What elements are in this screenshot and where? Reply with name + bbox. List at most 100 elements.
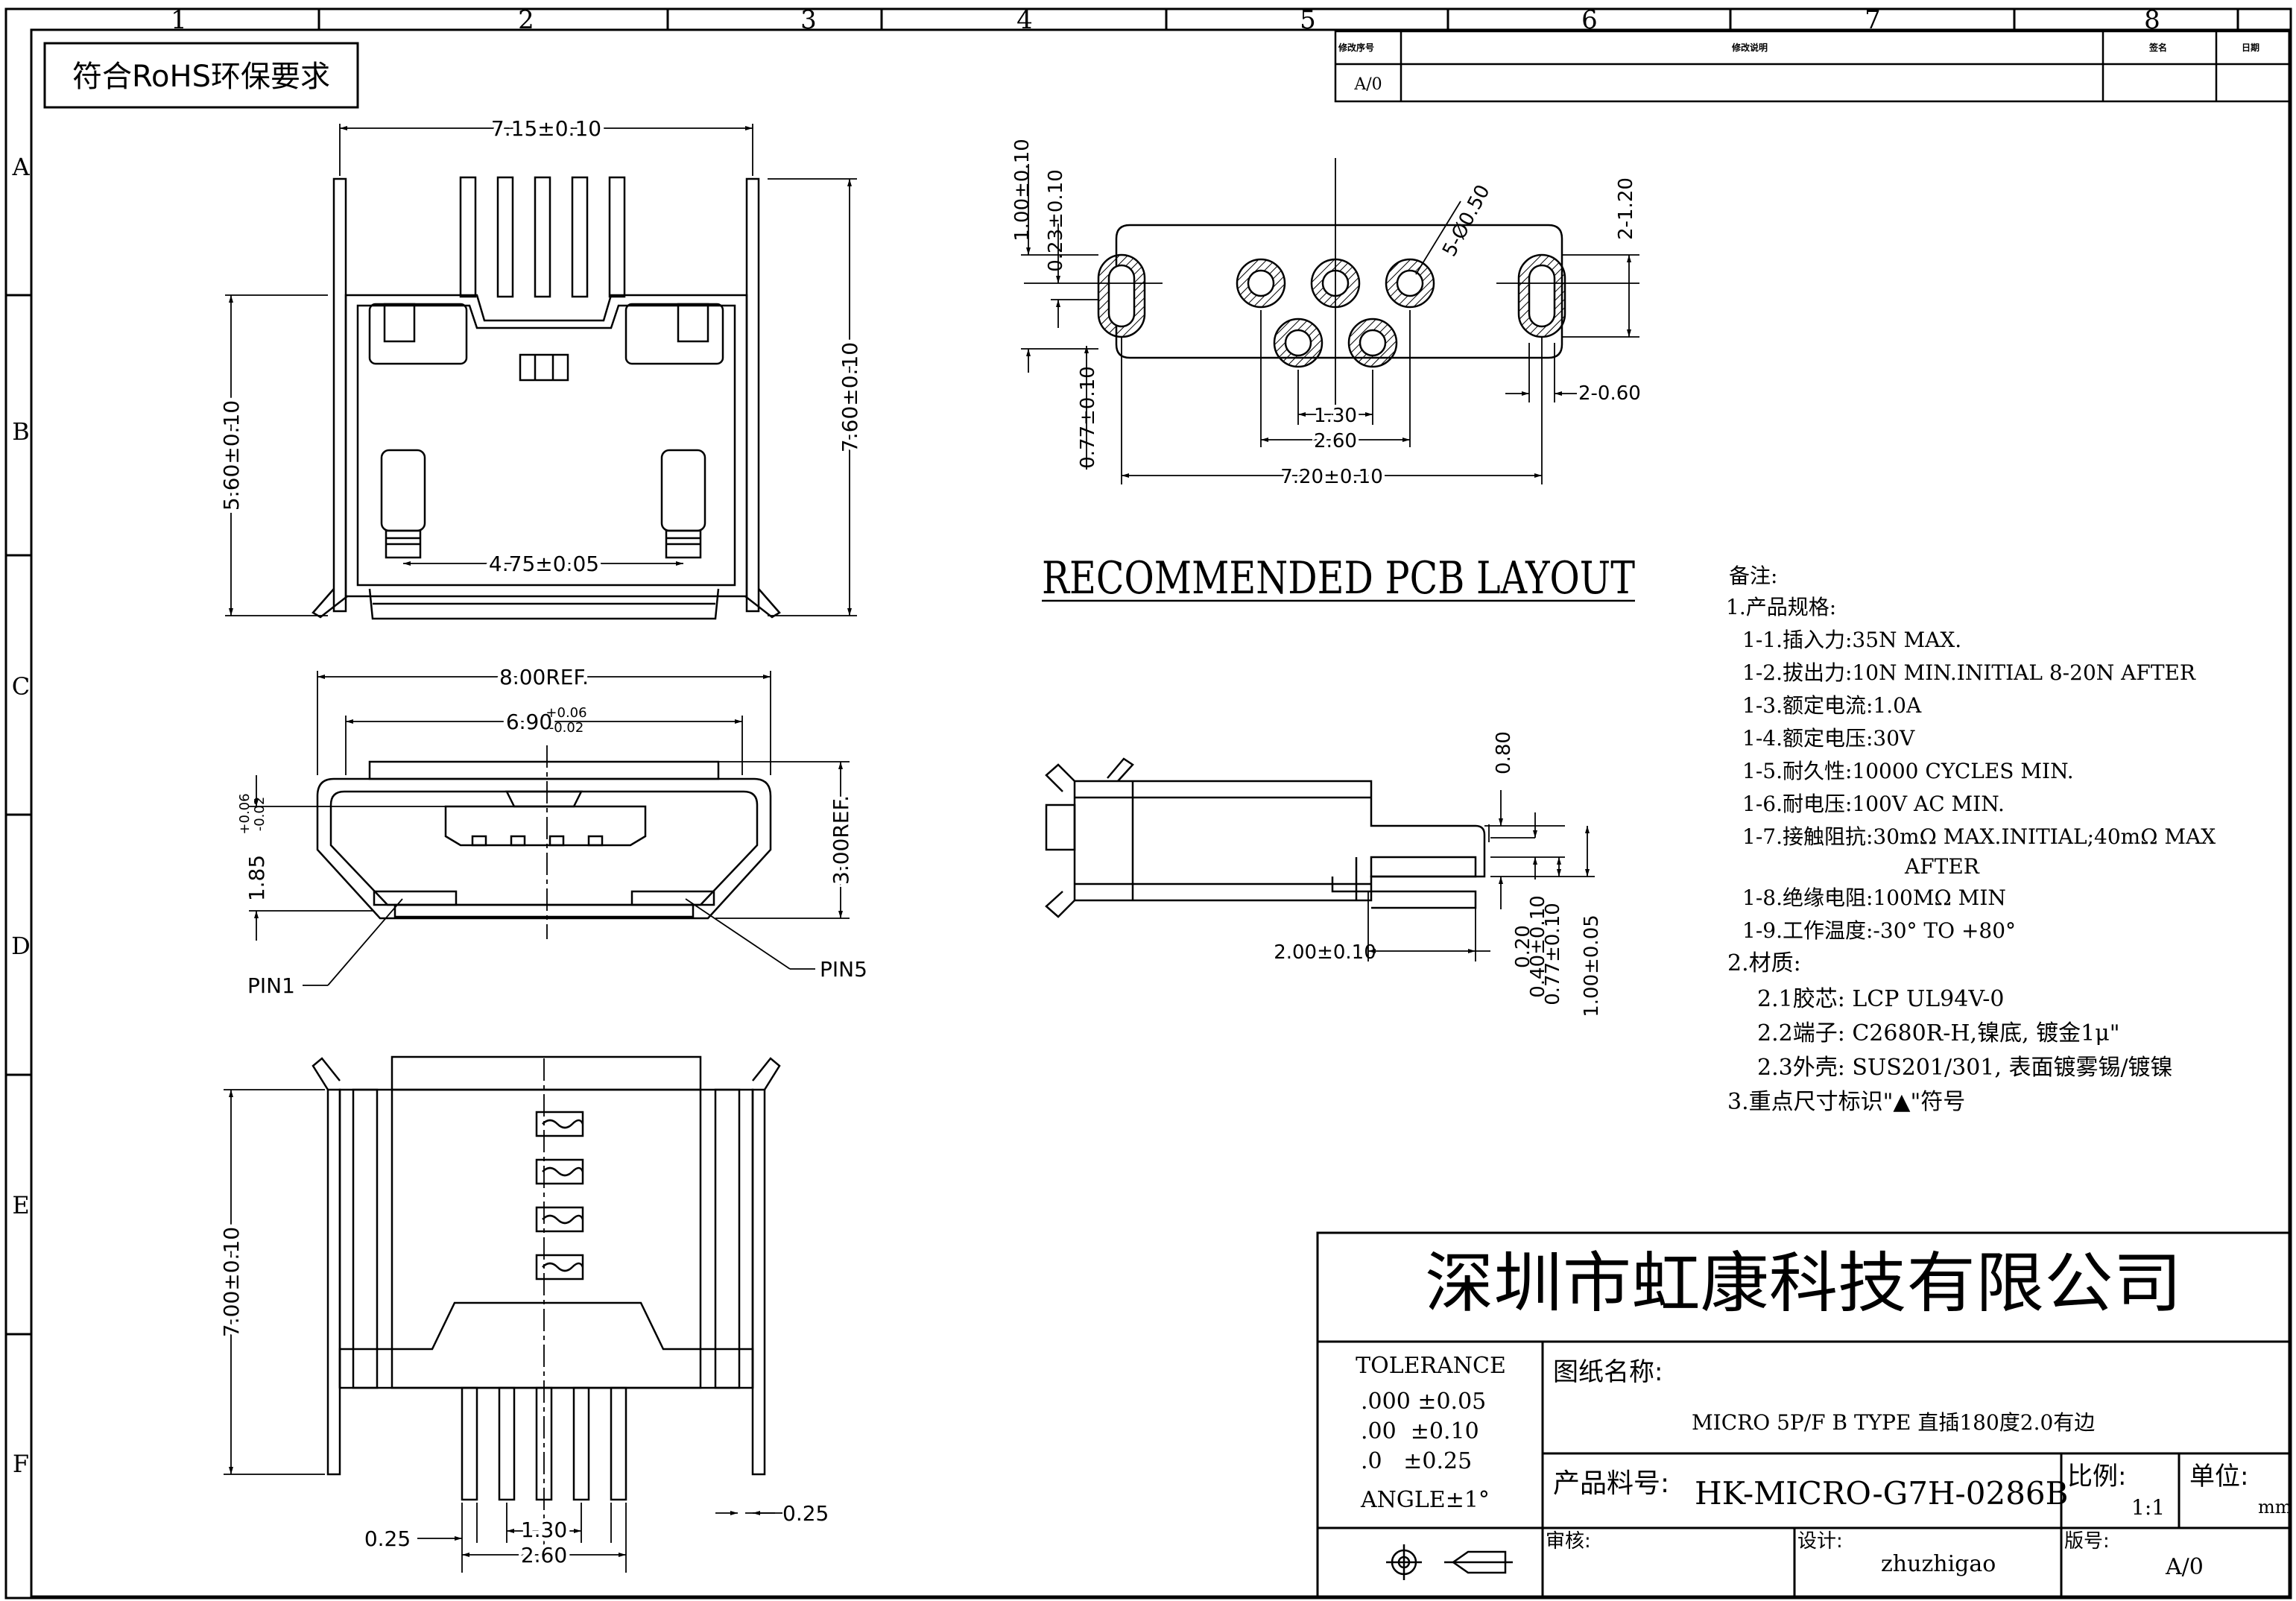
pcb-layout-dims — [1021, 158, 1639, 484]
dim-pin-width-right: 0.25 — [782, 1501, 829, 1526]
review-label: 审核: — [1546, 1530, 1591, 1553]
tolerance-row: .0 ±0.25 — [1361, 1448, 1472, 1474]
notes-line: 2.3外壳: SUS201/301, 表面镀雾锡/镀镍 — [1757, 1055, 2173, 1081]
notes-line: 1-5.耐久性:10000 CYCLES MIN. — [1742, 759, 2074, 783]
notes-line: 备注: — [1729, 563, 1777, 588]
dim-thickness: 1.00±0.05 — [1581, 915, 1603, 1017]
col-label: 1 — [171, 5, 187, 35]
top-view-dims — [225, 124, 857, 616]
side-view-dims — [1367, 790, 1595, 961]
notes-line: 1-1.插入力:35N MAX. — [1742, 628, 1961, 652]
scale-label: 比例: — [2067, 1462, 2126, 1491]
dim-width: 7.15±0.10 — [491, 116, 601, 141]
tolerance-title: TOLERANCE — [1356, 1353, 1506, 1379]
dim-slot-length: 2-1.20 — [1615, 177, 1637, 240]
rev-header: 日期 — [2242, 42, 2259, 53]
dim-opening-height: 1.85 — [244, 855, 269, 901]
row-label: A — [11, 153, 30, 181]
notes-line: 2.材质: — [1727, 950, 1801, 976]
designer-name: zhuzhigao — [1881, 1551, 1996, 1577]
dim-opening-height-tol-minus: -0.02 — [252, 797, 268, 832]
row-label: F — [13, 1450, 29, 1478]
dim-length: 2.00±0.10 — [1274, 941, 1376, 964]
unit-value: mm — [2258, 1497, 2292, 1518]
rev-header: 签名 — [2148, 42, 2167, 53]
notes-line: AFTER — [1904, 854, 1980, 879]
dim-opening-tol-minus: -0.02 — [549, 720, 584, 736]
dim-slot-span: 7.20±0.10 — [1280, 466, 1383, 488]
dim-pitch: 1.30 — [521, 1518, 567, 1542]
version-label: 版号: — [2064, 1530, 2110, 1553]
notes-line: 1.产品规格: — [1726, 595, 1836, 619]
bottom-view-dims — [224, 1058, 782, 1573]
projection-symbol-icon — [1386, 1544, 1513, 1580]
title-block-grid — [1316, 1231, 2291, 1598]
side-view — [1045, 757, 1486, 918]
dim-ref-height: 3.00REF. — [829, 795, 853, 885]
pin1-label: PIN1 — [247, 973, 295, 998]
row-label: C — [12, 672, 30, 701]
dim-overall-height: 7.60±0.10 — [838, 342, 862, 452]
row-label: B — [12, 417, 30, 446]
tolerance-row: ANGLE±1° — [1360, 1487, 1490, 1513]
dim-opening: 6.90 — [506, 710, 552, 734]
rohs-box: 符合RoHS环保要求 — [43, 42, 359, 109]
title-block-fields: 图纸名称: MICRO 5P/F B TYPE 直插180度2.0有边 产品料号… — [1546, 1357, 2292, 1580]
front-view — [316, 760, 772, 920]
version-value: A/0 — [2165, 1554, 2204, 1580]
pcb-layout-title: RECOMMENDED PCB LAYOUT — [1042, 552, 1635, 604]
designer-label: 设计: — [1797, 1530, 1843, 1553]
notes-line: 1-6.耐电压:100V AC MIN. — [1742, 792, 2005, 816]
dim-hole-dia: 5-Ø0.50 — [1438, 181, 1494, 260]
notes-line: 1-9.工作温度:-30° TO +80° — [1742, 918, 2016, 943]
notes-line: 1-4.额定电压:30V — [1742, 726, 1915, 751]
dim-slot-width: 2-0.60 — [1578, 382, 1641, 405]
dim-small-gap: 0.20 — [1512, 925, 1534, 968]
rohs-text: 符合RoHS环保要求 — [72, 60, 330, 94]
dim-mid-gap: 0.40±0.10 — [1527, 895, 1549, 998]
notes-line: 1-7.接触阻抗:30mΩ MAX.INITIAL;40mΩ MAX — [1742, 824, 2216, 849]
dim-pin-width: 0.25 — [364, 1526, 411, 1551]
notes-line: 3.重点尺寸标识"▲"符号 — [1727, 1089, 1965, 1115]
dim-opening-height-tol-plus: +0.06 — [237, 793, 253, 834]
col-label: 4 — [1016, 5, 1033, 35]
col-label: 5 — [1300, 5, 1316, 35]
col-label: 8 — [2144, 5, 2160, 35]
rev-header: 修改说明 — [1731, 42, 1768, 53]
front-view-dim-text: 8.00REF. 6.90 +0.06 -0.02 1.85 +0.06 -0.… — [237, 661, 867, 998]
row-label: D — [11, 932, 31, 960]
part-no: HK-MICRO-G7H-0286B — [1695, 1475, 2069, 1512]
dim-length: 7.00±0.10 — [219, 1227, 244, 1337]
unit-label: 单位: — [2189, 1462, 2248, 1491]
tolerance-table: TOLERANCE .000 ±0.05 .00 ±0.10 .0 ±0.25 … — [1356, 1353, 1506, 1513]
drawing-name-label: 图纸名称: — [1553, 1357, 1663, 1387]
row-label: E — [12, 1191, 29, 1219]
company-name: 深圳市虹康科技有限公司 — [1425, 1245, 2182, 1321]
front-view-dims — [249, 671, 850, 986]
bottom-view — [311, 1055, 781, 1501]
rev-value: A/0 — [1353, 75, 1382, 94]
pcb-layout — [1097, 224, 1566, 368]
notes-line: 1-3.额定电流:1.0A — [1742, 693, 1922, 718]
dim-pad-length: 1.00±0.10 — [1011, 139, 1034, 241]
dim-span: 2.60 — [521, 1543, 567, 1567]
pin5-label: PIN5 — [820, 957, 867, 982]
scale-value: 1:1 — [2131, 1495, 2165, 1520]
frame-row-labels: A B C D E F — [11, 153, 31, 1478]
col-label: 6 — [1581, 5, 1598, 35]
dim-pitch: 1.30 — [1314, 405, 1357, 427]
drawing-frame — [4, 7, 2292, 1600]
revision-text: 修改序号 修改说明 签名 日期 A/0 — [1338, 42, 2259, 94]
dim-feet: 4.75±0.05 — [489, 552, 599, 576]
col-label: 7 — [1865, 5, 1881, 35]
bottom-view-dim-text: 7.00±0.10 0.25 1.30 2.60 0.25 — [215, 1223, 829, 1571]
tolerance-row: .00 ±0.10 — [1361, 1418, 1479, 1444]
drawing-name: MICRO 5P/F B TYPE 直插180度2.0有边 — [1692, 1410, 2095, 1435]
col-label: 3 — [800, 5, 817, 35]
side-view-dim-text: 0.80 2.00±0.10 0.20 0.40±0.10 0.77±0.10 … — [1274, 731, 1603, 1017]
dim-slot-offset: 0.77±0.10 — [1077, 366, 1099, 469]
top-view-dim-text: 7.15±0.10 5.60±0.10 7.60±0.10 4.75±0.05 — [215, 113, 866, 580]
part-no-label: 产品料号: — [1553, 1468, 1669, 1499]
notes: 备注: 1.产品规格: 1-1.插入力:35N MAX. 1-2.拔出力:10N… — [1726, 563, 2216, 1115]
